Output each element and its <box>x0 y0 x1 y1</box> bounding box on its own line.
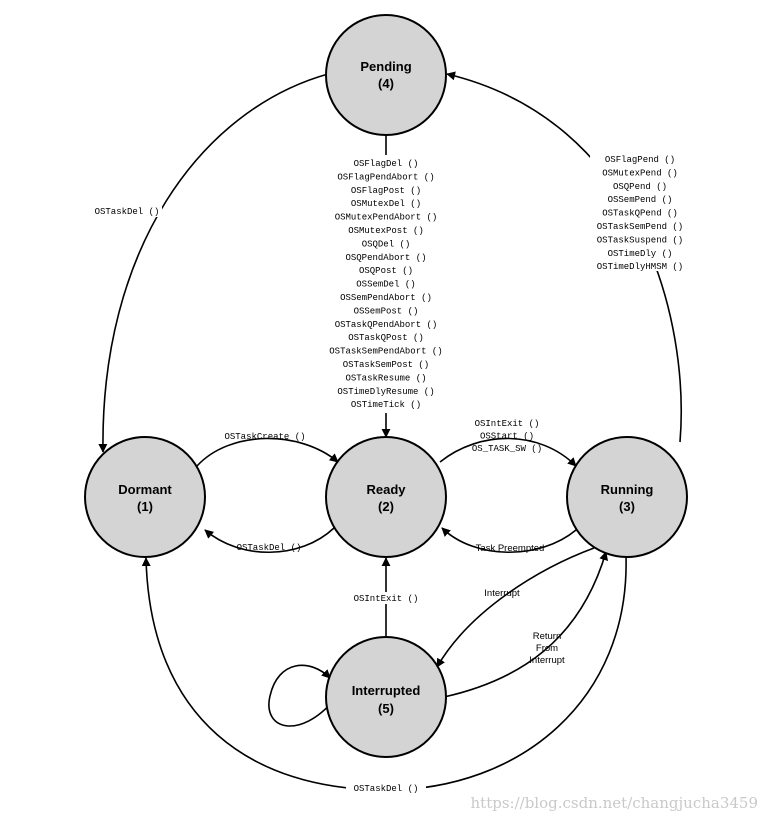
state-pending-name: Pending <box>360 59 411 74</box>
state-interrupted: Interrupted (5) <box>325 636 447 758</box>
state-dormant: Dormant (1) <box>84 436 206 558</box>
running-to-pending-label-7: OSTimeDly () <box>608 249 673 259</box>
pending-to-ready-label-12: OSTaskQPendAbort () <box>335 320 438 330</box>
running-to-pending-label-1: OSMutexPend () <box>602 168 678 178</box>
pending-to-ready-label-16: OSTaskResume () <box>345 373 426 383</box>
pending-to-ready-label-10: OSSemPendAbort () <box>340 293 432 303</box>
edge-running-to-interrupted <box>436 547 595 668</box>
state-interrupted-id: (5) <box>378 701 394 716</box>
state-interrupted-name: Interrupted <box>352 683 421 698</box>
pending-to-ready-label-8: OSQPost () <box>359 266 413 276</box>
pending-to-dormant-label: OSTaskDel () <box>95 207 160 217</box>
edge-interrupted-to-running <box>443 551 609 698</box>
edge-pending-to-dormant <box>98 73 329 453</box>
pending-to-ready-label-4: OSMutexPendAbort () <box>335 213 438 223</box>
pending-to-ready-label-0: OSFlagDel () <box>354 159 419 169</box>
state-dormant-name: Dormant <box>118 482 172 497</box>
ready-to-dormant-label: OSTaskDel () <box>237 543 302 553</box>
running-to-ready-label: Task Preempted <box>476 543 545 554</box>
running-to-pending-label-4: OSTaskQPend () <box>602 209 678 219</box>
edge-ready-to-dormant <box>204 527 335 553</box>
edge-dormant-to-ready <box>196 437 339 467</box>
state-pending-id: (4) <box>378 76 394 91</box>
running-to-pending-label-8: OSTimeDlyHMSM () <box>597 262 683 272</box>
running-to-pending-label-bg <box>590 151 688 271</box>
edge-ready-to-running <box>439 437 577 467</box>
watermark: https://blog.csdn.net/changjucha3459 <box>471 794 758 812</box>
state-running: Running (3) <box>566 436 688 558</box>
edge-interrupted-self-loop <box>268 664 335 727</box>
ready-to-running-label-0: OSIntExit () <box>475 419 540 429</box>
pending-to-ready-labels: OSFlagDel () OSFlagPendAbort () OSFlagPost… <box>329 159 442 410</box>
running-to-pending-label-5: OSTaskSemPend () <box>597 222 683 232</box>
state-ready: Ready (2) <box>325 436 447 558</box>
pending-to-ready-label-9: OSSemDel () <box>356 280 415 290</box>
pending-to-ready-label-5: OSMutexPost () <box>348 226 424 236</box>
state-pending: Pending (4) <box>325 14 447 136</box>
interrupted-to-running-label-1: From <box>536 643 558 654</box>
pending-to-ready-label-11: OSSemPost () <box>354 306 419 316</box>
pending-to-ready-label-7: OSQPendAbort () <box>345 253 426 263</box>
bottom-to-dormant-label-bg <box>346 781 426 794</box>
pending-to-ready-label-bg <box>322 155 450 413</box>
interrupted-to-running-label-2: Interrupt <box>529 655 565 666</box>
interrupted-to-running-label-0: Return <box>533 631 562 642</box>
pending-to-ready-label-17: OSTimeDlyResume () <box>337 387 434 397</box>
running-to-pending-label-3: OSSemPend () <box>608 195 673 205</box>
pending-to-ready-label-13: OSTaskQPost () <box>348 333 424 343</box>
dormant-to-ready-label: OSTaskCreate () <box>224 432 305 442</box>
pending-to-ready-label-18: OSTimeTick () <box>351 400 421 410</box>
state-dormant-id: (1) <box>137 499 153 514</box>
state-ready-name: Ready <box>366 482 406 497</box>
pending-to-ready-label-14: OSTaskSemPendAbort () <box>329 347 442 357</box>
pending-to-ready-label-3: OSMutexDel () <box>351 199 421 209</box>
edge-running-to-ready <box>441 527 577 553</box>
ready-to-running-label-2: OS_TASK_SW () <box>472 444 542 454</box>
interrupted-to-ready-label: OSIntExit () <box>354 594 419 604</box>
running-to-pending-label-2: OSQPend () <box>613 182 667 192</box>
running-to-pending-labels: OSFlagPend () OSMutexPend () OSQPend () OSS… <box>597 155 683 272</box>
interrupted-to-ready-label-bg <box>348 592 424 604</box>
running-to-pending-label-0: OSFlagPend () <box>605 155 675 165</box>
state-running-id: (3) <box>619 499 635 514</box>
pending-to-ready-label-1: OSFlagPendAbort () <box>337 172 434 182</box>
ready-to-running-label-1: OSStart () <box>480 432 534 442</box>
pending-to-dormant-label-bg <box>92 205 162 217</box>
pending-to-ready-label-6: OSQDel () <box>362 239 411 249</box>
pending-to-ready-label-2: OSFlagPost () <box>351 186 421 196</box>
pending-to-ready-label-15: OSTaskSemPost () <box>343 360 429 370</box>
ready-to-running-labels: OSIntExit () OSStart () OS_TASK_SW () <box>472 419 542 454</box>
state-ready-id: (2) <box>378 499 394 514</box>
running-to-interrupted-label: Interrupt <box>484 588 520 599</box>
running-to-pending-label-6: OSTaskSuspend () <box>597 235 683 245</box>
bottom-to-dormant-label: OSTaskDel () <box>354 784 419 794</box>
state-running-name: Running <box>601 482 654 497</box>
